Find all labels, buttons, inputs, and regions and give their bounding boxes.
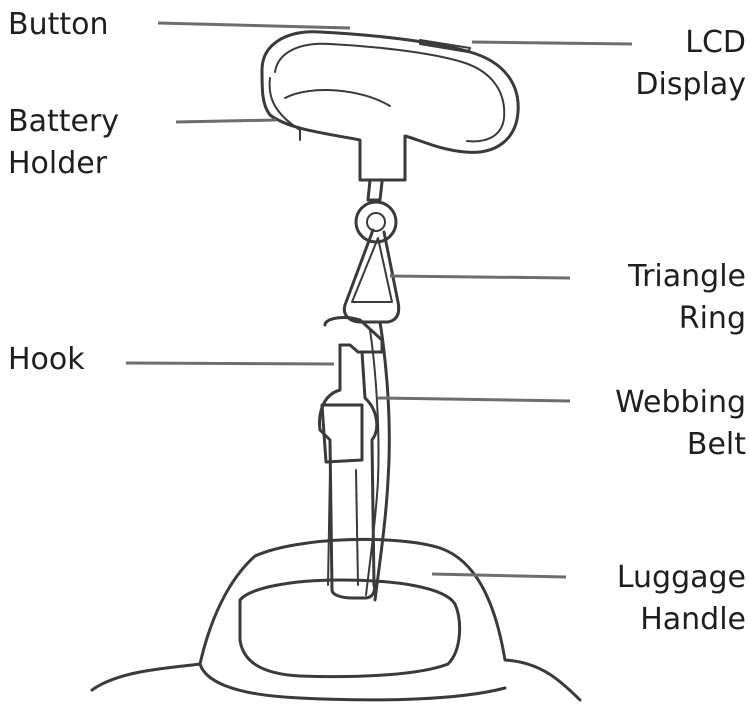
luggage-handle-drawing xyxy=(90,537,582,702)
hook-drawing xyxy=(318,316,384,600)
button-leader-line xyxy=(157,21,351,30)
luggage-handle-label: Luggage Handle xyxy=(616,560,746,637)
webbing-belt-leader-line xyxy=(377,396,571,403)
webbing-belt-drawing xyxy=(365,320,391,602)
lcd-display-label: LCD Display xyxy=(635,25,746,102)
scale-head-drawing xyxy=(260,30,520,182)
triangle-ring-leader-line xyxy=(389,274,571,280)
battery-holder-label: Battery Holder xyxy=(8,104,120,181)
battery-holder-leader-line xyxy=(175,118,277,124)
triangle-ring-drawing xyxy=(342,178,401,324)
triangle-ring-label: Triangle Ring xyxy=(628,259,746,336)
button-label: Button xyxy=(8,7,109,42)
luggage-handle-leader-line xyxy=(431,572,567,579)
hook-label: Hook xyxy=(8,342,85,377)
hook-leader-line xyxy=(125,361,335,366)
lcd-display-leader-line xyxy=(471,40,633,46)
webbing-belt-label: Webbing Belt xyxy=(615,385,746,462)
